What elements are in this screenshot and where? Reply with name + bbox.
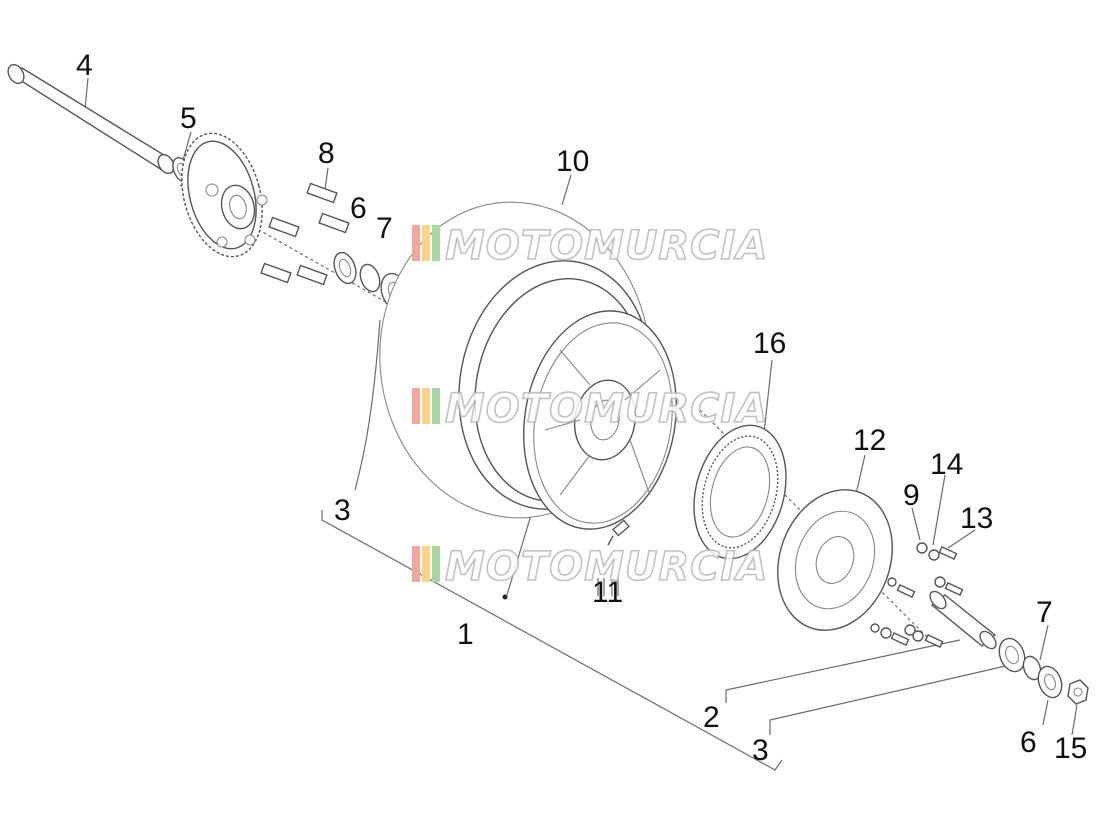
- callout-washer: 9: [903, 479, 920, 512]
- callout-wheel-complete: 1: [457, 618, 474, 651]
- callout-bearing-left: 7: [376, 212, 393, 245]
- callout-stud: 8: [318, 137, 335, 170]
- callout-axle-bearing: 5: [180, 102, 197, 135]
- watermark-text: MOTOMURCIA: [445, 223, 768, 269]
- watermark-stripe-green: [432, 388, 440, 424]
- callout-seal-right: 6: [1020, 726, 1037, 759]
- sensor-ring-part: [693, 424, 787, 560]
- watermark-text: MOTOMURCIA: [445, 544, 768, 590]
- spacer-part: [929, 590, 997, 650]
- callout-seal-left: 6: [350, 192, 367, 225]
- watermark-stripe-red: [412, 388, 420, 424]
- watermark-bottom: MOTOMURCIA: [412, 543, 768, 591]
- callout-axle: 4: [76, 49, 93, 82]
- watermark-middle: MOTOMURCIA: [412, 385, 768, 433]
- watermark-stripe-red: [412, 225, 420, 261]
- watermark-text: MOTOMURCIA: [445, 386, 768, 432]
- callout-bearing-right: 7: [1036, 596, 1053, 629]
- callout-brake-disc: 12: [853, 424, 886, 457]
- watermark-stripe-yellow: [422, 546, 430, 582]
- watermark-stripe-yellow: [422, 388, 430, 424]
- watermark-stripe-red: [412, 546, 420, 582]
- watermark-stripe-green: [432, 546, 440, 582]
- valve-part: [502, 519, 630, 600]
- callout-labels: 4 5 8 6 7 10 16 12 9 14 13 3 1 11 2 3 7 …: [76, 49, 1087, 767]
- brake-disc-part: [777, 489, 893, 631]
- watermark-stripe-yellow: [422, 225, 430, 261]
- callout-valve: 11: [592, 576, 623, 609]
- callout-wheel-assembly-left: 3: [334, 494, 351, 527]
- axle-part: [7, 63, 175, 175]
- callout-axle-nut: 15: [1054, 732, 1087, 765]
- wheel-rim-part: [458, 260, 677, 530]
- watermark-top: MOTOMURCIA: [412, 222, 768, 270]
- callout-spacer: 2: [703, 701, 720, 734]
- sprocket-part: [181, 132, 268, 258]
- watermark-stripe-green: [432, 225, 440, 261]
- disc-bolts-part: [870, 542, 964, 649]
- callout-tyre: 10: [556, 145, 589, 178]
- callout-sensor-ring: 16: [753, 327, 786, 360]
- right-bearing-seal-nut-part: [998, 637, 1089, 705]
- callout-wheel-assembly-right: 3: [752, 734, 769, 767]
- callout-small-nut: 14: [930, 448, 963, 481]
- studs-part: [260, 182, 350, 286]
- callout-bolt: 13: [960, 502, 993, 535]
